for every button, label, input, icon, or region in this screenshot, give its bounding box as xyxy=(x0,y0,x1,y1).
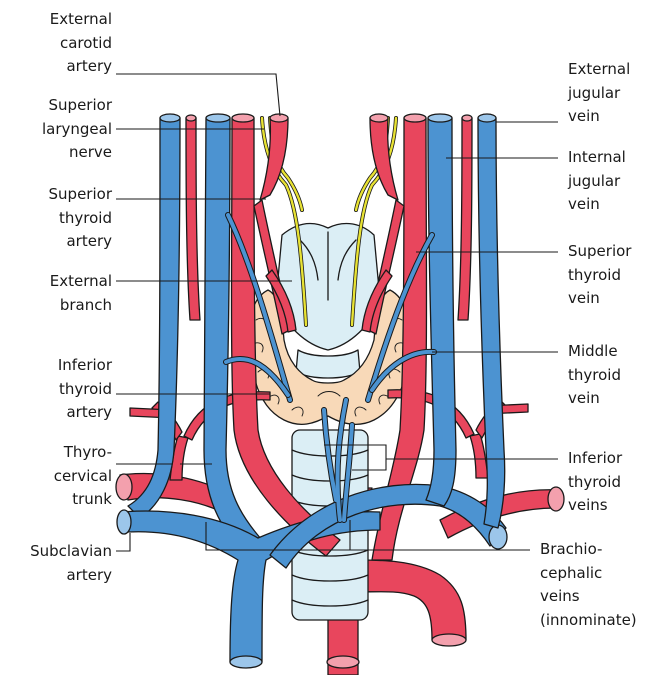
label-inferior-thyroid-artery: Inferior thyroid artery xyxy=(58,354,112,425)
superior-vena-cava-cut-end xyxy=(230,656,262,668)
label-subclavian-artery: Subclavian artery xyxy=(30,540,112,587)
label-internal-jugular-vein: Internal jugular vein xyxy=(568,146,626,217)
aortic-arch xyxy=(356,560,466,640)
label-thyrocervical-trunk: Thyro- cervical trunk xyxy=(54,441,112,512)
label-external-branch: External branch xyxy=(50,270,112,317)
label-external-carotid-artery: External carotid artery xyxy=(50,8,112,79)
label-brachiocephalic-veins: Brachio- cephalic veins (innominate) xyxy=(540,538,637,632)
aorta-cut-end-right xyxy=(432,634,466,646)
cricoid-cartilage xyxy=(296,350,360,378)
leader-external-carotid xyxy=(116,74,280,116)
label-superior-thyroid-artery: Superior thyroid artery xyxy=(49,183,112,254)
label-external-jugular-vein: External jugular vein xyxy=(568,58,630,129)
label-superior-laryngeal-nerve: Superior laryngeal nerve xyxy=(42,94,112,165)
internal-jugular-vein-right xyxy=(426,118,456,506)
label-inferior-thyroid-veins: Inferior thyroid veins xyxy=(568,447,622,518)
external-jugular-vein-left xyxy=(128,118,180,518)
label-superior-thyroid-vein: Superior thyroid vein xyxy=(568,240,631,311)
leader-subclavian-artery xyxy=(116,533,130,551)
aorta-cut-end xyxy=(327,656,359,668)
label-middle-thyroid-vein: Middle thyroid vein xyxy=(568,340,621,411)
